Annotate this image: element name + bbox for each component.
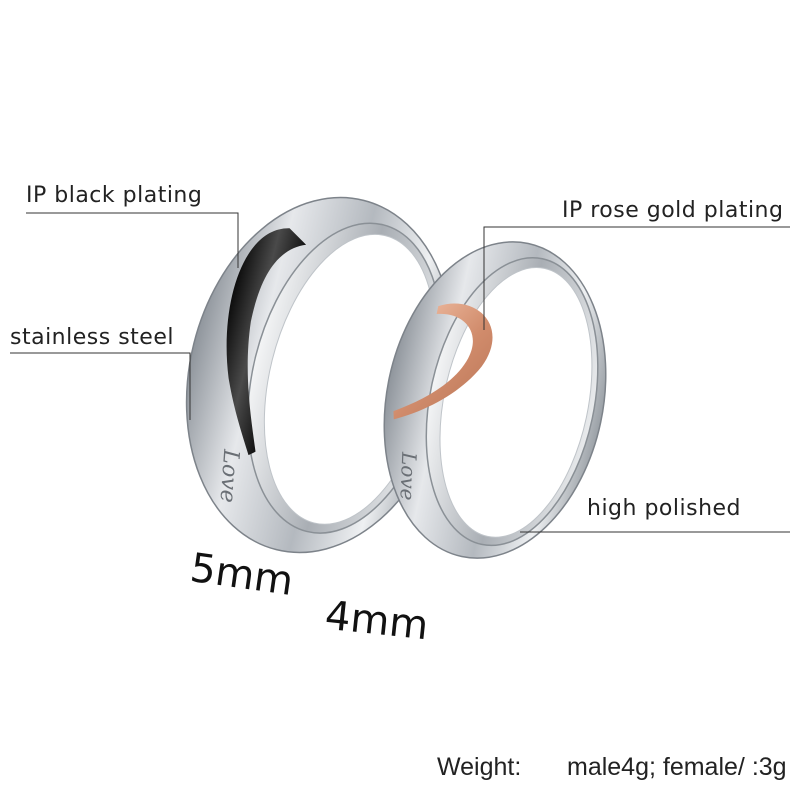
black-heart-half bbox=[226, 228, 307, 456]
engraving-narrow: Love bbox=[396, 451, 422, 501]
weight-value: male4g; female/ :3g bbox=[567, 753, 787, 781]
weight-label: Weight: bbox=[437, 753, 522, 781]
callout-line-black bbox=[26, 212, 239, 268]
callout-stainless-steel: stainless steel bbox=[10, 325, 174, 350]
callout-high-polished: high polished bbox=[587, 496, 742, 521]
callout-line-steel bbox=[10, 352, 191, 420]
callout-line-rose bbox=[483, 226, 790, 330]
callout-black-plating: IP black plating bbox=[26, 183, 203, 208]
narrow-ring: Love bbox=[383, 241, 607, 559]
callout-lines bbox=[10, 212, 790, 533]
callout-rose-gold-plating: IP rose gold plating bbox=[562, 198, 784, 223]
rose-heart-half bbox=[393, 303, 493, 420]
engraving-wide: Love bbox=[215, 448, 244, 504]
